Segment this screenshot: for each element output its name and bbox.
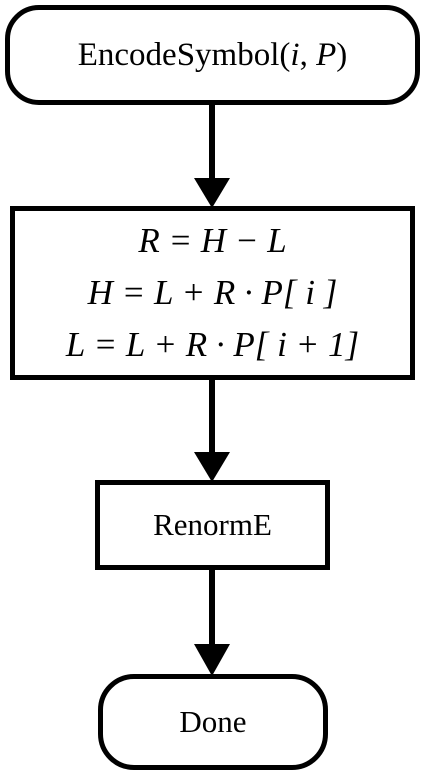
arrowhead-3 (194, 644, 230, 676)
start-label: EncodeSymbol(i, P) (78, 37, 347, 74)
function-name: EncodeSymbol( (77, 36, 291, 73)
arrowhead-1 (194, 178, 230, 208)
equation-low: L = L + R · P[ i + 1] (65, 325, 360, 364)
arg-p: P (316, 36, 337, 73)
end-label: Done (179, 704, 247, 739)
equation-range: R = H − L (138, 221, 287, 260)
equation-high: H = L + R · P[ i ] (87, 273, 338, 312)
renorm-process: RenormE (95, 480, 330, 570)
end-terminal: Done (98, 674, 328, 770)
renorm-label: RenormE (153, 507, 272, 542)
start-terminal: EncodeSymbol(i, P) (5, 5, 420, 105)
arg-i: i (290, 36, 300, 73)
arrowhead-2 (194, 452, 230, 482)
close-paren: ) (336, 36, 348, 73)
range-update-process: R = H − L H = L + R · P[ i ] L = L + R ·… (10, 206, 415, 380)
arg-separator: , (299, 36, 317, 73)
